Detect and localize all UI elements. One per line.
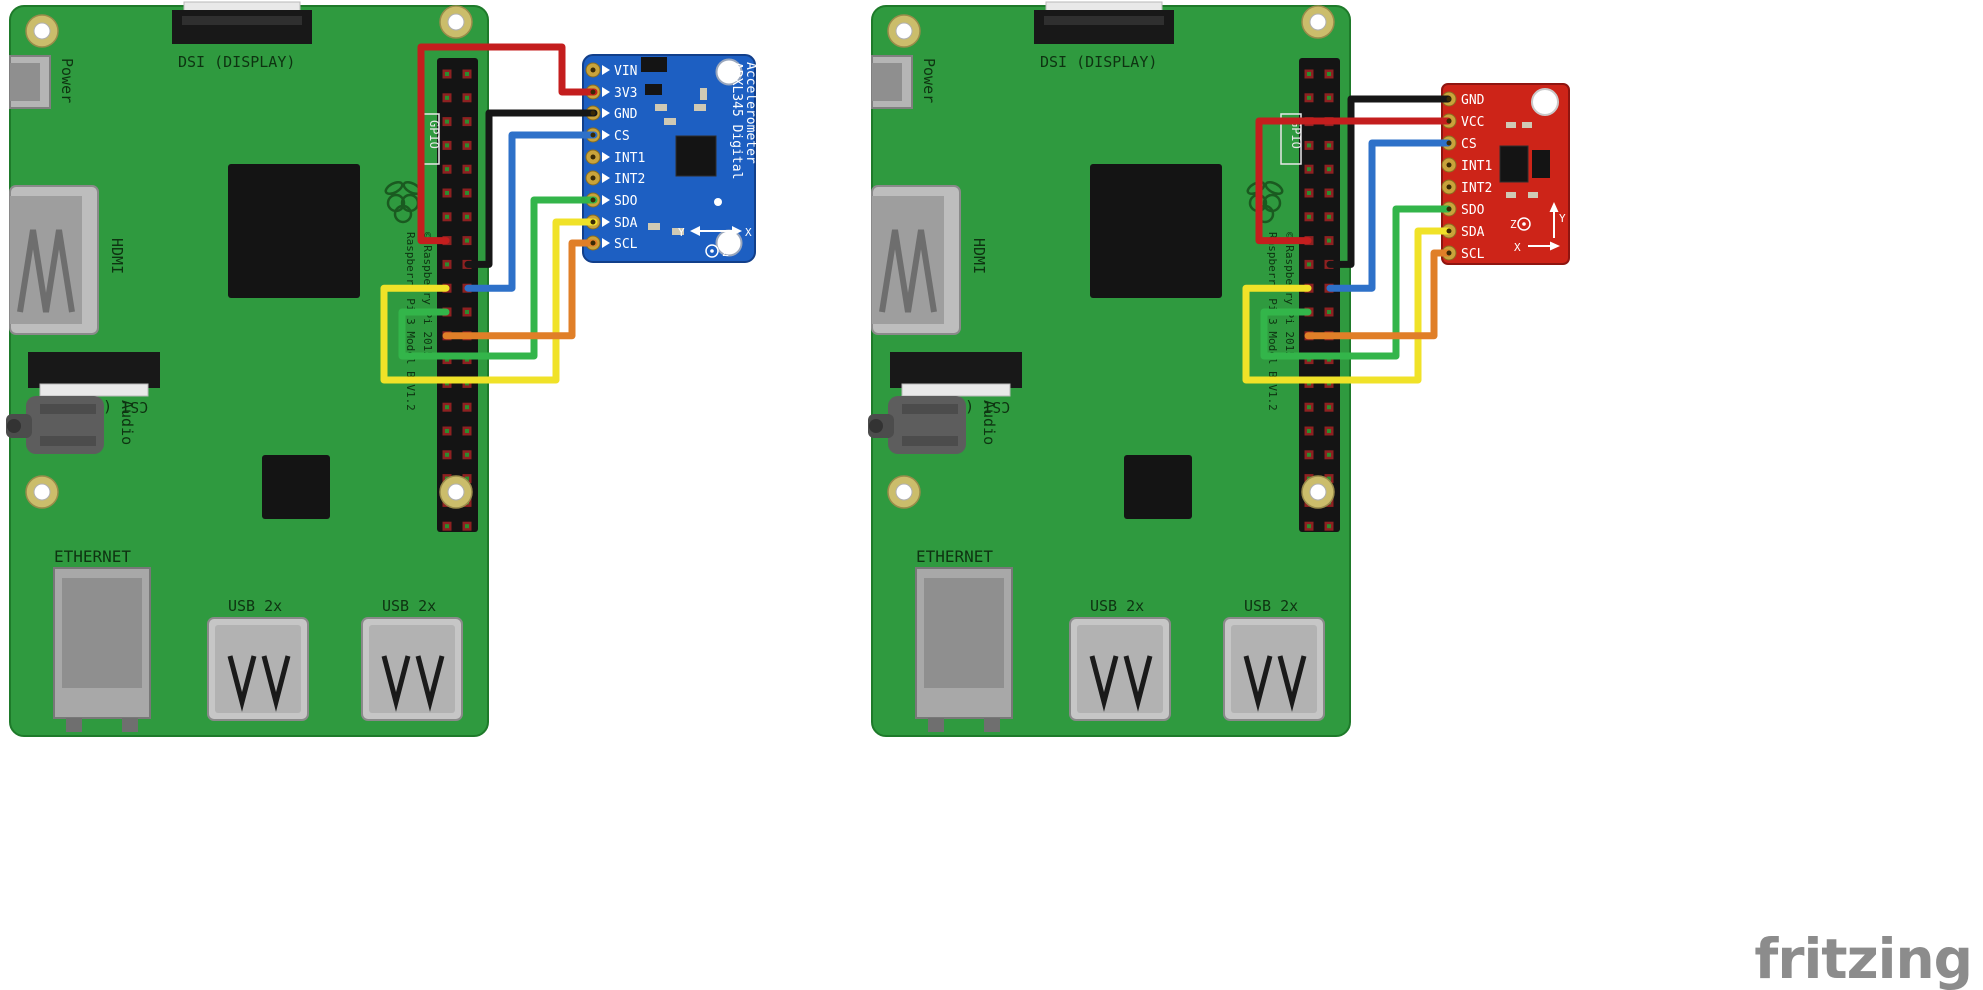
axis-indicator: Y X Z bbox=[678, 226, 752, 259]
adafruit-pin-labels: VIN 3V3 GND CS INT1 INT2 SDO SDA SCL bbox=[614, 64, 645, 252]
adafruit-title-line2: Accelerometer bbox=[743, 62, 758, 164]
mounting-hole bbox=[715, 58, 743, 86]
pad-holes bbox=[590, 67, 1452, 256]
wire-black bbox=[464, 109, 598, 268]
fritzing-logo: fritzing bbox=[1754, 927, 1972, 990]
adafruit-title-line1: ADXL345 Digital bbox=[729, 62, 744, 179]
pin-label: INT2 bbox=[1461, 181, 1492, 196]
pin-label: GND bbox=[1461, 93, 1485, 108]
wire-orange bbox=[442, 239, 598, 340]
wire-orange bbox=[1304, 249, 1452, 340]
pin-label: CS bbox=[1461, 137, 1477, 152]
pin-label: INT1 bbox=[1461, 159, 1492, 174]
wires-right bbox=[1242, 95, 1452, 384]
raspberry-pi-left bbox=[6, 2, 488, 736]
mounting-hole bbox=[1531, 88, 1559, 116]
wire-red bbox=[417, 43, 598, 245]
pin-label: INT1 bbox=[614, 151, 645, 166]
sparkfun-pin-labels: GND VCC CS INT1 INT2 SDO SDA SCL bbox=[1461, 93, 1492, 262]
wire-green bbox=[398, 196, 598, 360]
wire-yellow bbox=[1242, 227, 1452, 384]
adafruit-adxl345-breakout: VIN 3V3 GND CS INT1 INT2 SDO SDA SCL ADX… bbox=[582, 54, 758, 263]
sparkfun-adxl345-breakout: GND VCC CS INT1 INT2 SDO SDA SCL Y X Z bbox=[1441, 83, 1570, 265]
axis-z-label: Z bbox=[1510, 218, 1517, 231]
wire-red bbox=[1255, 117, 1452, 245]
axis-y-label: Y bbox=[1559, 212, 1566, 225]
pin-label: INT2 bbox=[614, 172, 645, 187]
pin-label: 3V3 bbox=[614, 86, 637, 101]
axis-indicator: Y X Z bbox=[1510, 202, 1566, 254]
wire-green bbox=[1260, 205, 1452, 360]
axis-x-label: X bbox=[1514, 241, 1521, 254]
pin-label: SCL bbox=[1461, 247, 1485, 262]
pin-label: SDA bbox=[1461, 225, 1485, 240]
pin-label: SDO bbox=[1461, 203, 1485, 218]
pin-label: SCL bbox=[614, 237, 638, 252]
pin-label: SDO bbox=[614, 194, 638, 209]
wire-black bbox=[1326, 95, 1452, 268]
axis-x-label: X bbox=[745, 226, 752, 239]
wires-left bbox=[380, 43, 598, 384]
adafruit-components bbox=[641, 57, 722, 235]
wire-blue bbox=[1326, 139, 1452, 292]
wire-blue bbox=[464, 131, 598, 292]
pin-label: VIN bbox=[614, 64, 637, 79]
axis-z-label: Z bbox=[722, 246, 729, 259]
pin-label: CS bbox=[614, 129, 630, 144]
adafruit-pcb bbox=[582, 54, 756, 263]
sparkfun-components bbox=[1499, 122, 1550, 198]
wire-yellow bbox=[380, 218, 598, 384]
pin-label: GND bbox=[614, 107, 638, 122]
pin-label: VCC bbox=[1461, 115, 1484, 130]
pin-label: SDA bbox=[614, 216, 638, 231]
raspberry-pi-right bbox=[868, 2, 1350, 736]
mounting-hole bbox=[715, 229, 743, 257]
axis-y-label: Y bbox=[678, 226, 685, 239]
